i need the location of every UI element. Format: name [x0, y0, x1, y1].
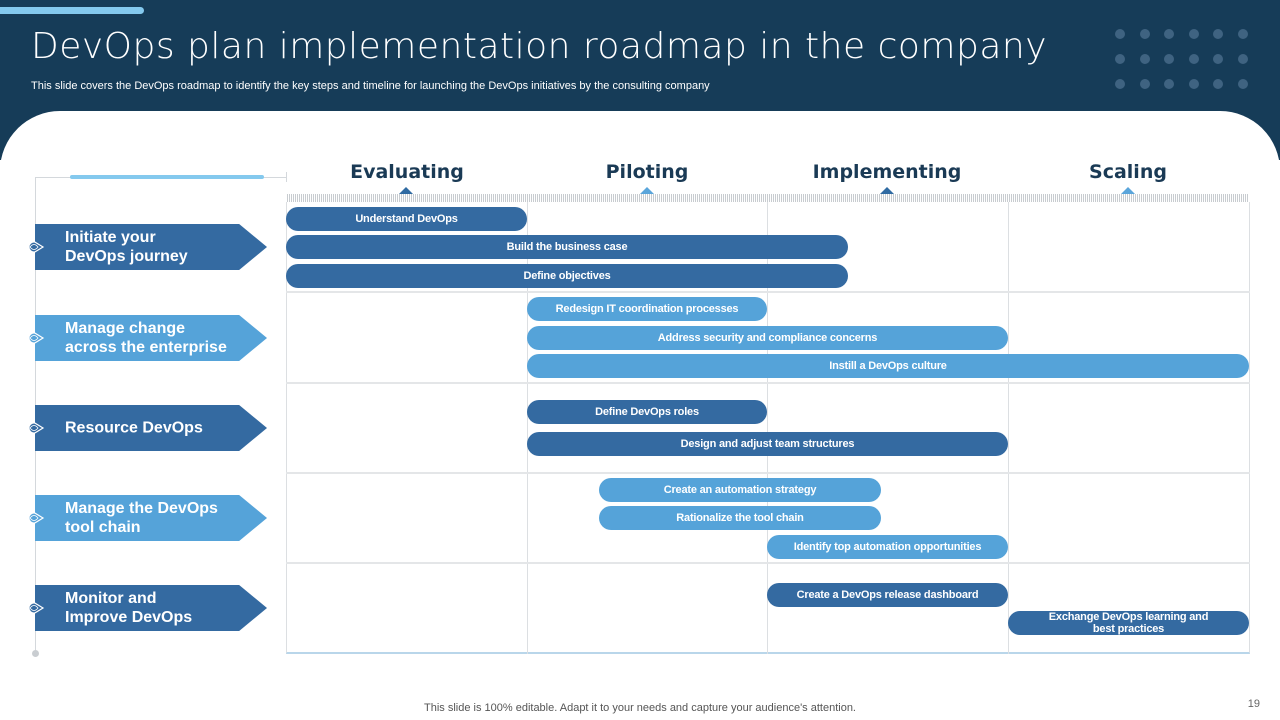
task-bar: Instill a DevOps culture: [527, 354, 1249, 378]
stage-scaling: Scaling: [1089, 161, 1167, 183]
task-bar: Create a DevOps release dashboard: [767, 583, 1008, 607]
task-bar: Identify top automation opportunities: [767, 535, 1008, 559]
eye-icon: [29, 240, 45, 254]
stage-implementing: Implementing: [812, 161, 962, 183]
task-bar: Design and adjust team structures: [527, 432, 1008, 456]
task-bar: Rationalize the tool chain: [599, 506, 881, 530]
category-manage-tool-chain: Manage the DevOps tool chain: [35, 495, 267, 541]
grid-row-divider: [286, 382, 1250, 384]
task-bar: Define objectives: [286, 264, 848, 288]
timeline-hatch-band: [287, 194, 1249, 202]
page-number: 19: [1247, 698, 1260, 710]
category-resource-devops: Resource DevOps: [35, 405, 267, 451]
grid-column-divider: [527, 202, 528, 654]
task-bar: Build the business case: [286, 235, 848, 259]
roadmap-grid: [286, 202, 1250, 654]
task-bar: Create an automation strategy: [599, 478, 881, 502]
rail-end-dot: [32, 650, 39, 657]
task-bar: Define DevOps roles: [527, 400, 767, 424]
category-label: Manage change across the enterprise: [65, 320, 227, 356]
category-label: Initiate your DevOps journey: [65, 229, 188, 265]
stage-marker-triangle-icon: [880, 187, 894, 194]
eye-icon: [29, 331, 45, 345]
grid-column-divider: [1008, 202, 1009, 654]
grid-row-divider: [286, 472, 1250, 474]
category-monitor-improve: Monitor and Improve DevOps: [35, 585, 267, 631]
stage-evaluating: Evaluating: [350, 161, 464, 183]
task-bar: Address security and compliance concerns: [527, 326, 1008, 350]
eye-icon: [29, 421, 45, 435]
category-initiate-journey: Initiate your DevOps journey: [35, 224, 267, 270]
category-label: Resource DevOps: [65, 419, 203, 437]
rail-top-tick: [286, 172, 287, 182]
grid-column-divider: [767, 202, 768, 654]
category-label: Monitor and Improve DevOps: [65, 590, 193, 626]
footer-note: This slide is 100% editable. Adapt it to…: [424, 702, 856, 714]
grid-row-divider: [286, 291, 1250, 293]
task-bar: Redesign IT coordination processes: [527, 297, 767, 321]
eye-icon: [29, 511, 45, 525]
stage-piloting: Piloting: [605, 161, 689, 183]
eye-icon: [29, 601, 45, 615]
stage-marker-triangle-icon: [640, 187, 654, 194]
header-accent-bar: [0, 7, 144, 14]
decorative-dot-grid: [1115, 29, 1248, 89]
page-title: DevOps plan implementation roadmap in th…: [31, 26, 1047, 67]
page-subtitle: This slide covers the DevOps roadmap to …: [31, 80, 710, 92]
category-manage-change: Manage change across the enterprise: [35, 315, 267, 361]
task-bar: Understand DevOps: [286, 207, 527, 231]
grid-row-divider: [286, 562, 1250, 564]
task-bar: Exchange DevOps learning and best practi…: [1008, 611, 1249, 635]
stage-marker-triangle-icon: [1121, 187, 1135, 194]
stage-marker-triangle-icon: [399, 187, 413, 194]
category-label: Manage the DevOps tool chain: [65, 500, 218, 536]
category-header-accent: [70, 175, 264, 179]
